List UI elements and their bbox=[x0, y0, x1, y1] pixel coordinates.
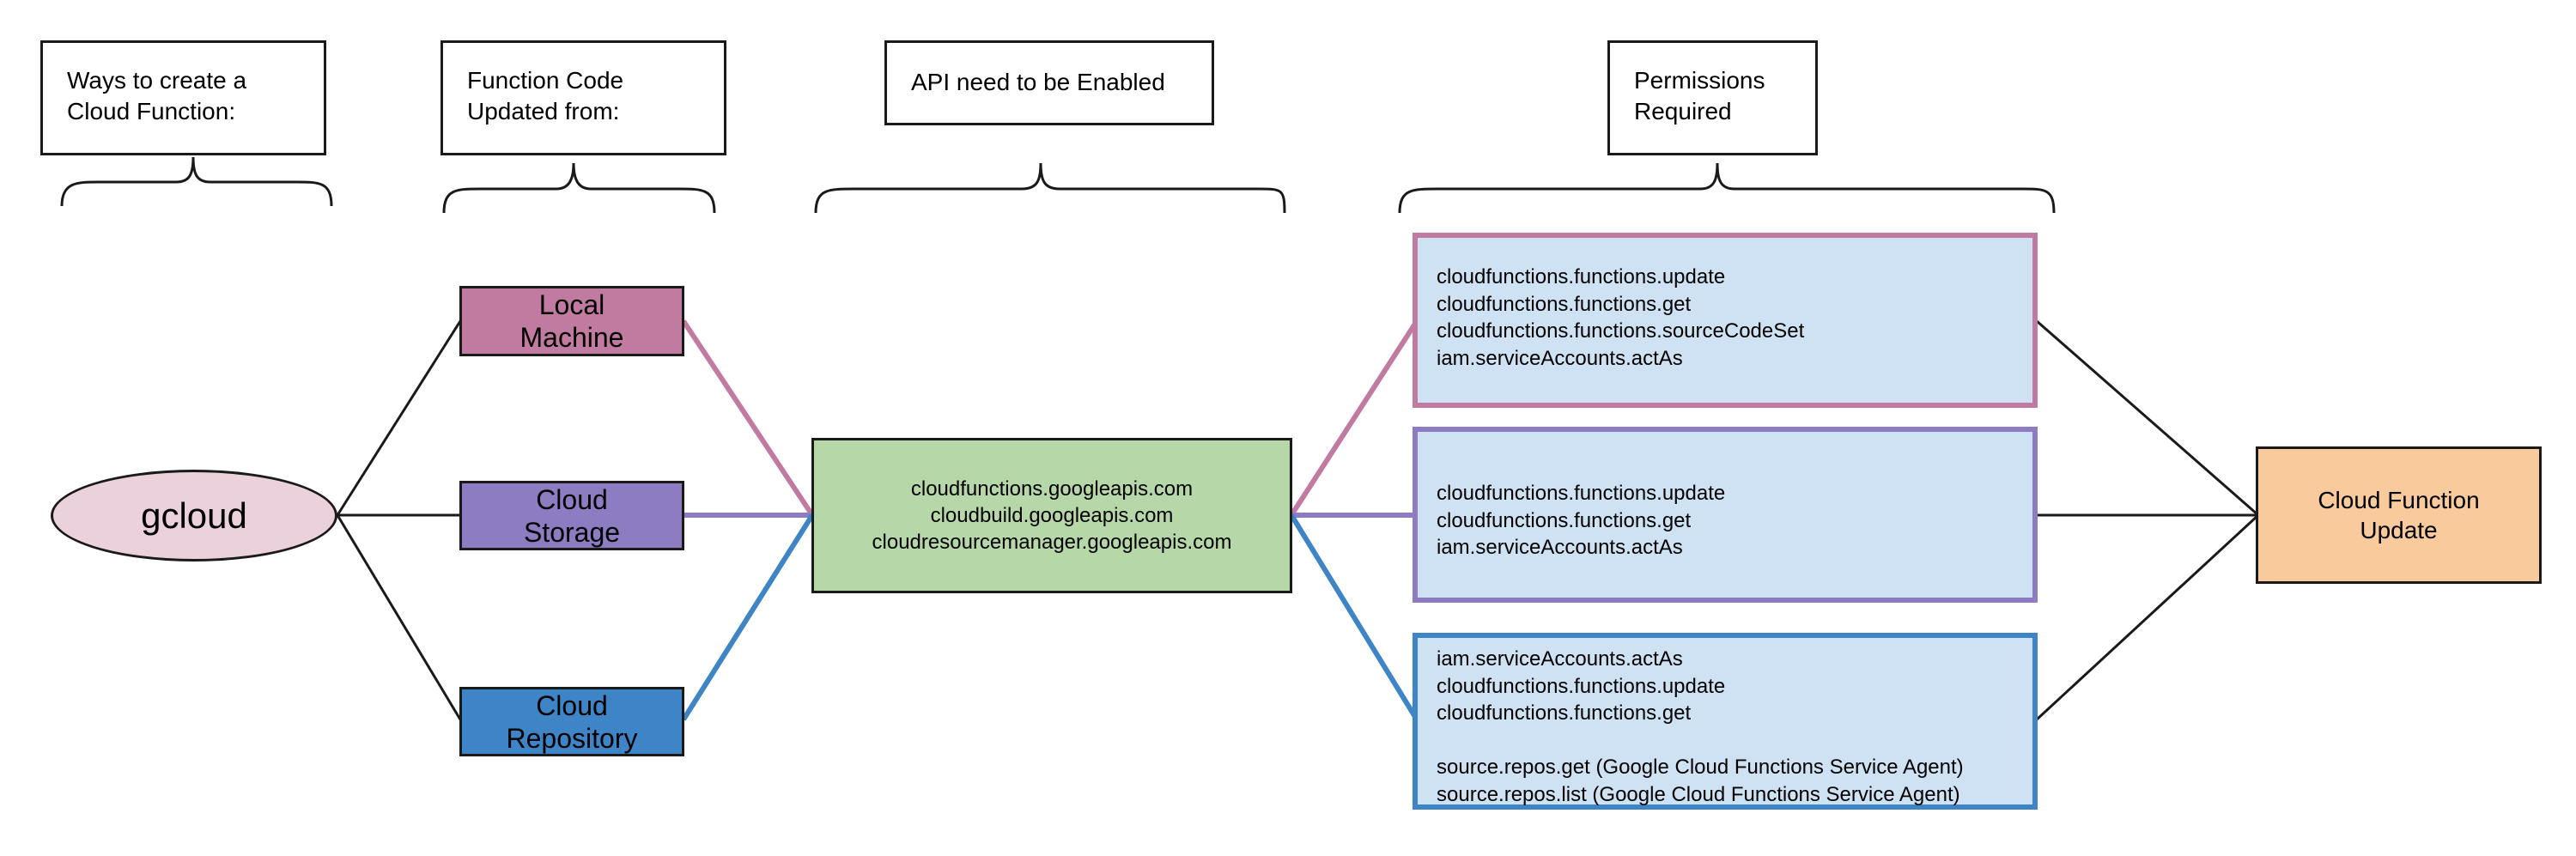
brace-code bbox=[442, 162, 716, 214]
api-list-box: cloudfunctions.googleapis.com cloudbuild… bbox=[811, 438, 1292, 593]
brace-permissions bbox=[1398, 162, 2056, 214]
brace-api bbox=[814, 162, 1286, 214]
brace-ways bbox=[60, 156, 333, 207]
header-function-code: Function Code Updated from: bbox=[440, 40, 726, 155]
header-api-enabled: API need to be Enabled bbox=[884, 40, 1214, 125]
source-cloud-repository: Cloud Repository bbox=[459, 687, 684, 756]
permissions-storage: cloudfunctions.functions.update cloudfun… bbox=[1413, 427, 2038, 603]
source-local-machine: Local Machine bbox=[459, 286, 684, 356]
wire-gcloud-local bbox=[336, 320, 462, 516]
wire-perm-local-final bbox=[2036, 319, 2259, 517]
source-cloud-storage: Cloud Storage bbox=[459, 481, 684, 550]
wire-gcloud-repository bbox=[336, 514, 462, 720]
permissions-repository: iam.serviceAccounts.actAs cloudfunctions… bbox=[1413, 633, 2038, 810]
cloud-function-update-box: Cloud Function Update bbox=[2256, 446, 2542, 584]
permissions-local: cloudfunctions.functions.update cloudfun… bbox=[1413, 233, 2038, 408]
wire-api-perm-repository bbox=[1289, 513, 1419, 721]
wire-local-api bbox=[681, 319, 815, 517]
header-ways-to-create: Ways to create a Cloud Function: bbox=[40, 40, 326, 155]
gcloud-node: gcloud bbox=[51, 470, 337, 562]
header-permissions: Permissions Required bbox=[1607, 40, 1818, 155]
wire-api-perm-local bbox=[1289, 319, 1419, 517]
wire-repository-api bbox=[681, 513, 815, 721]
wire-perm-repository-final bbox=[2035, 513, 2260, 721]
